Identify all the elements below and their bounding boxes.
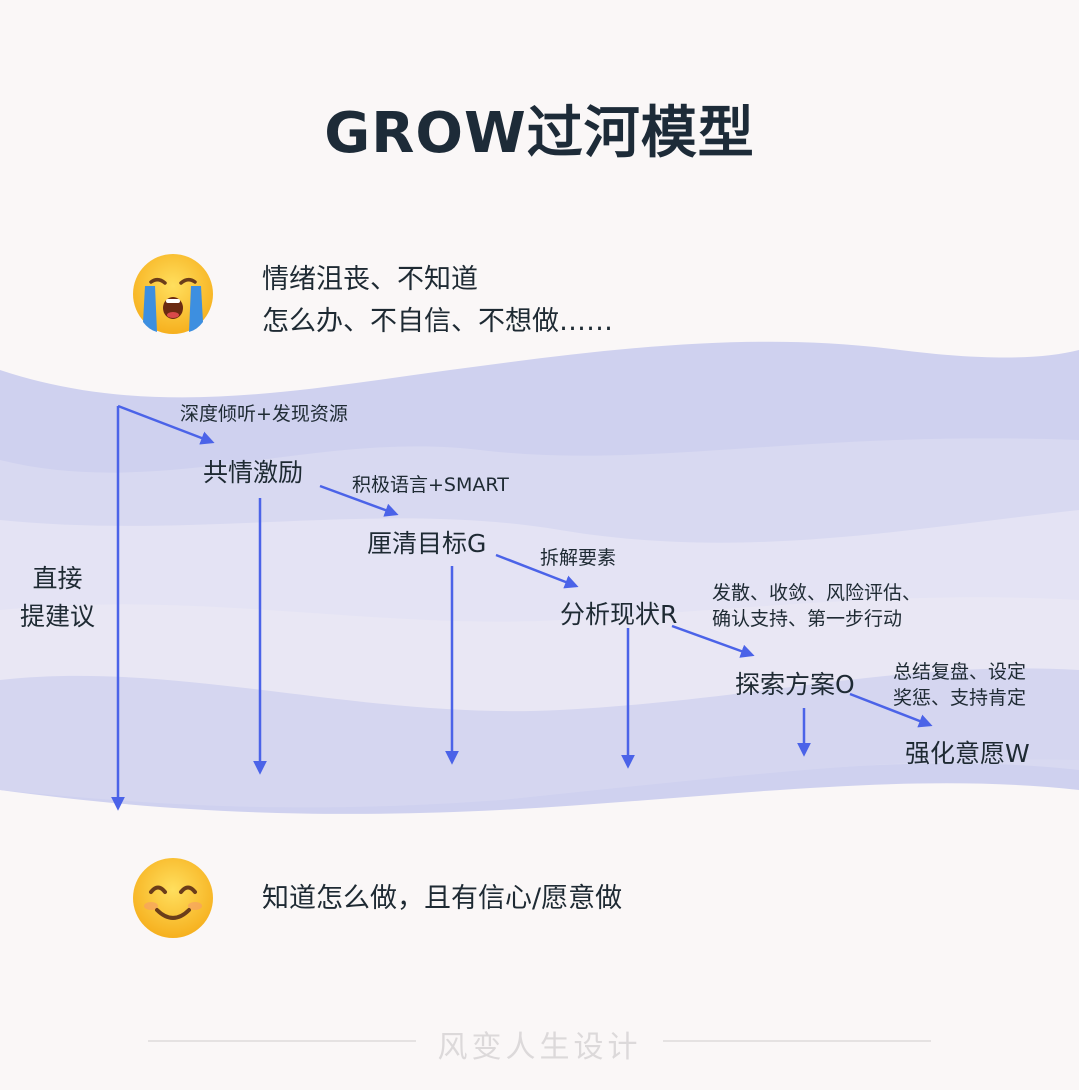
step-will: 强化意愿W — [905, 739, 1030, 768]
method-label-4: 发散、收敛、风险评估、 确认支持、第一步行动 — [712, 580, 921, 632]
arrow-to-options — [671, 624, 755, 658]
footer-divider-right — [663, 1040, 931, 1042]
direct-advice-line1: 直接 — [32, 564, 83, 593]
method-label-5: 总结复盘、设定 奖惩、支持肯定 — [893, 659, 1026, 711]
method-label-4-line2: 确认支持、第一步行动 — [712, 608, 903, 630]
method-label-1: 深度倾听+发现资源 — [180, 403, 348, 425]
arrow-to-goal — [319, 484, 399, 517]
river-diagram — [0, 341, 1079, 814]
smiling-face-icon — [133, 858, 213, 938]
arrow-to-empathy — [117, 404, 215, 445]
arrow-to-reality — [495, 553, 579, 589]
page-title: GROW过河模型 — [324, 101, 755, 166]
initial-state-line2: 怎么办、不自信、不想做…… — [262, 306, 613, 337]
initial-state-text: 情绪沮丧、不知道 怎么办、不自信、不想做…… — [262, 259, 613, 343]
crying-face-icon — [133, 254, 213, 334]
step-options: 探索方案O — [735, 670, 855, 699]
step-empathy: 共情激励 — [203, 458, 304, 487]
direct-advice-label: 直接 提建议 — [20, 560, 95, 636]
final-state-text: 知道怎么做，且有信心/愿意做 — [262, 883, 623, 914]
method-label-2: 积极语言+SMART — [352, 474, 509, 496]
method-label-5-line2: 奖惩、支持肯定 — [893, 687, 1027, 709]
footer-divider-left — [148, 1040, 416, 1042]
direct-advice-line2: 提建议 — [20, 602, 96, 631]
footer: 风变人生设计 — [0, 1018, 1079, 1065]
river-band-5 — [0, 668, 1079, 808]
step-goal: 厘清目标G — [367, 529, 487, 558]
arrow-to-will — [849, 692, 933, 728]
method-label-5-line1: 总结复盘、设定 — [893, 661, 1027, 683]
method-label-3: 拆解要素 — [540, 547, 617, 569]
initial-state-line1: 情绪沮丧、不知道 — [262, 264, 478, 295]
step-reality: 分析现状R — [560, 600, 678, 629]
method-label-4-line1: 发散、收敛、风险评估、 — [712, 582, 922, 604]
footer-watermark: 风变人生设计 — [437, 1030, 642, 1065]
